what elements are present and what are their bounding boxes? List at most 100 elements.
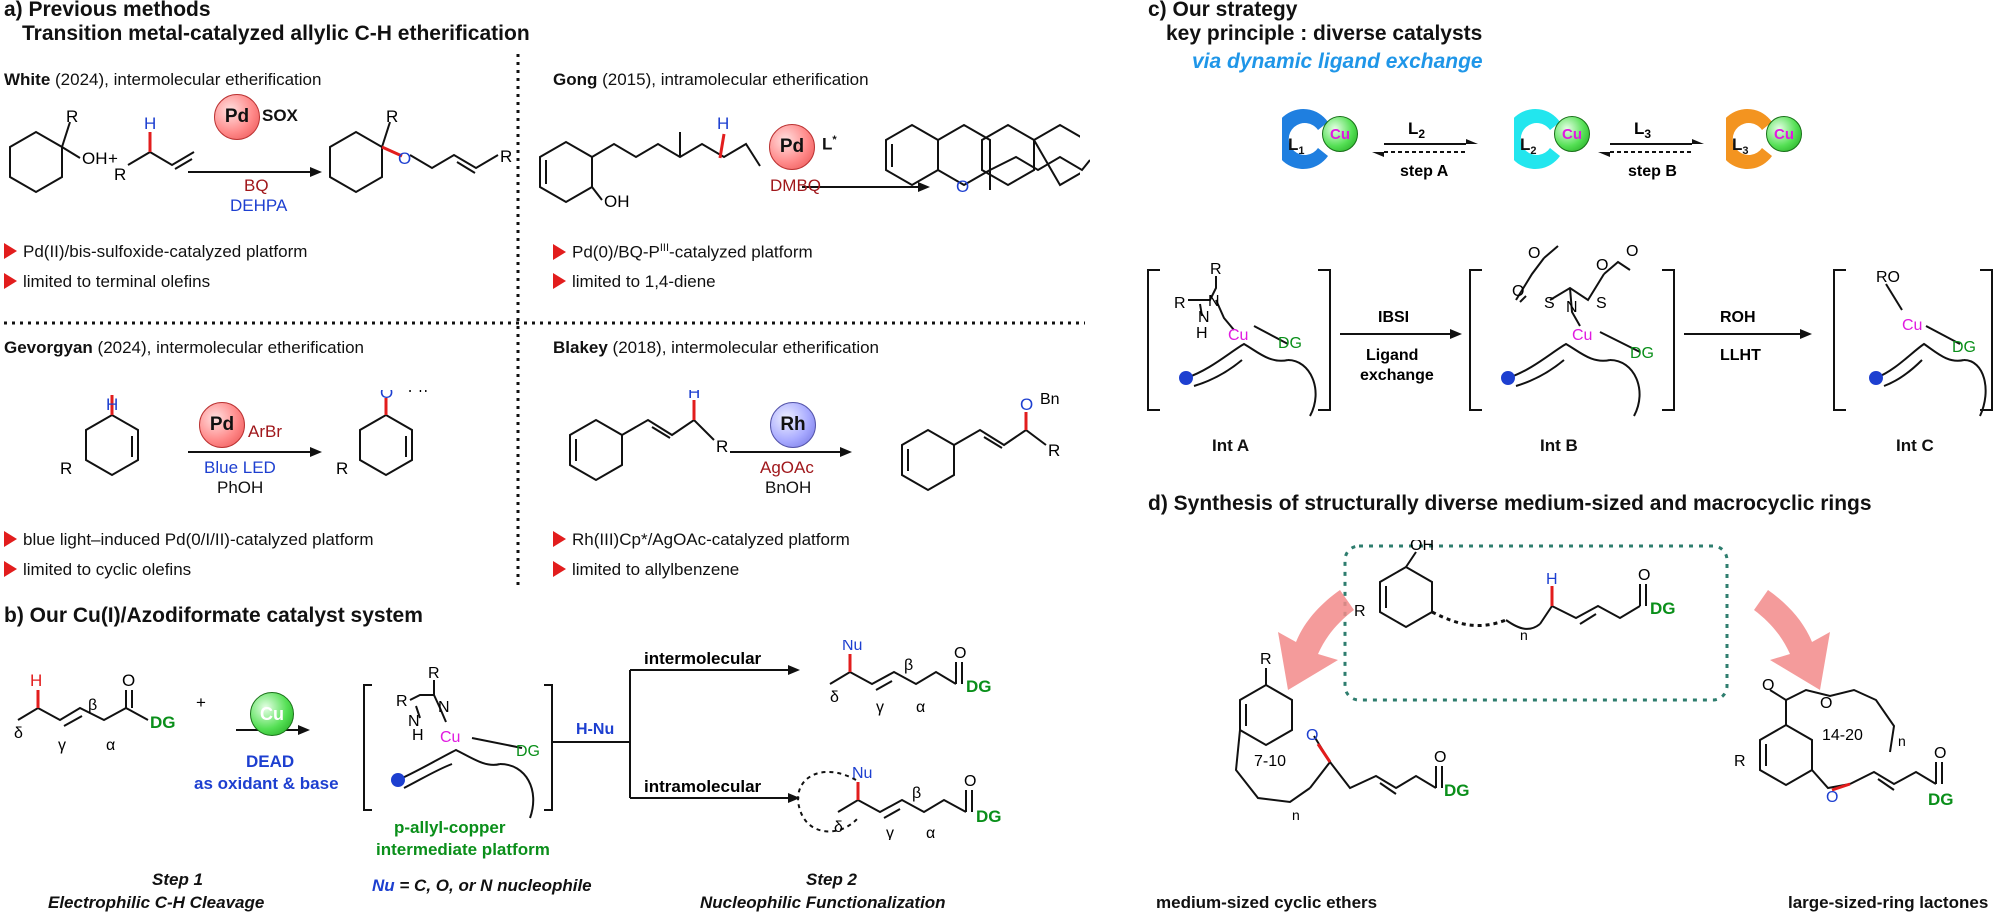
svg-text:H: H	[30, 671, 42, 690]
intermediate-label-1: p-allyl-copper	[394, 818, 506, 837]
bullet-triangle-icon	[553, 531, 566, 547]
white-bullet-2: limited to terminal olefins	[4, 272, 210, 292]
svg-text:O: O	[1638, 567, 1650, 584]
svg-text:Nu: Nu	[842, 640, 862, 654]
panel-a-title: a) Previous methods	[4, 0, 211, 21]
svg-text:DG: DG	[976, 807, 1002, 826]
svg-text:N: N	[1208, 293, 1220, 310]
blakey-scheme: H R O Bn R	[569, 390, 1060, 492]
svg-text:DG: DG	[1650, 599, 1676, 618]
white-scheme: R OH + H R R O R	[9, 107, 512, 194]
blakey-reagent-agoac: AgOAc	[760, 458, 814, 477]
panel-c-subtitle-2: via dynamic ligand exchange	[1192, 50, 1483, 73]
white-reagent-bq: BQ	[244, 176, 269, 195]
svg-text:H: H	[412, 727, 424, 744]
svg-text:RO: RO	[1876, 269, 1900, 286]
ligand-shape-icon: L1	[1273, 109, 1328, 169]
gong-bullet-1: Pd(0)/BQ-PIII-catalyzed platform	[553, 242, 813, 263]
svg-text:β: β	[904, 657, 913, 674]
svg-text:δ: δ	[14, 725, 23, 742]
ligand-exchange-scheme: L2 step A L3 step B	[1372, 119, 1704, 180]
step1-description: Electrophilic C-H Cleavage	[48, 893, 265, 912]
svg-text:O: O	[954, 645, 966, 662]
atom-R: R	[66, 107, 78, 126]
pd-catalyst-ball: Pd	[214, 94, 260, 140]
gong-product: O	[885, 123, 1090, 196]
gong-ligand: L*	[822, 134, 837, 154]
blakey-header: Blakey (2018), intermolecular etherifica…	[553, 338, 880, 357]
right-product-label: large-sized-ring lactones	[1788, 893, 1989, 912]
svg-text:n: n	[1292, 807, 1300, 823]
svg-text:Cu: Cu	[1902, 317, 1922, 334]
cu-ball: Cu	[1322, 116, 1358, 152]
svg-text:Ligand: Ligand	[1366, 347, 1418, 364]
svg-text:intramolecular: intramolecular	[644, 777, 762, 796]
svg-text:S: S	[1544, 295, 1555, 312]
step1-label: Step 1	[152, 870, 204, 889]
bullet-triangle-icon	[553, 243, 566, 260]
svg-text:Nu: Nu	[852, 765, 872, 782]
panel-a-subtitle: Transition metal-catalyzed allylic C-H e…	[22, 22, 530, 45]
panel-d-title: d) Synthesis of structurally diverse med…	[1148, 492, 1872, 515]
pd-catalyst-ball: Pd	[769, 124, 815, 170]
svg-text:N: N	[408, 713, 420, 730]
int-c-label: Int C	[1896, 436, 1934, 455]
svg-text:+: +	[196, 693, 206, 712]
int-b-label: Int B	[1540, 436, 1578, 455]
svg-text:+: +	[108, 149, 118, 168]
ligand-label: L2	[1520, 135, 1537, 157]
svg-text:γ: γ	[886, 825, 894, 840]
cyclohexane-left	[9, 130, 63, 194]
svg-text:α: α	[916, 699, 925, 716]
svg-text:R: R	[60, 459, 72, 478]
svg-text:O: O	[1826, 789, 1838, 806]
gong-header: Gong (2015), intramolecular etherificati…	[553, 70, 869, 89]
svg-text:β: β	[88, 697, 97, 714]
bullet-triangle-icon	[4, 531, 17, 547]
left-product-label: medium-sized cyclic ethers	[1156, 893, 1378, 912]
svg-text:exchange: exchange	[1360, 367, 1434, 384]
svg-text:7-10: 7-10	[1254, 753, 1286, 770]
ligand-label: L1	[1288, 135, 1305, 157]
svg-text:OH: OH	[82, 149, 108, 168]
svg-text:α: α	[926, 825, 935, 840]
svg-text:Cu: Cu	[1228, 327, 1248, 344]
svg-text:H: H	[688, 390, 700, 402]
step2-label: Step 2	[806, 870, 858, 889]
gong-reagent-dmbq: DMBQ	[770, 176, 821, 195]
gevorgyan-header: Gevorgyan (2024), intermolecular etherif…	[4, 338, 364, 357]
svg-text:H: H	[717, 114, 729, 133]
svg-text:n: n	[1898, 733, 1906, 749]
dg-label-right: DG	[1928, 790, 1954, 809]
cu-catalyst-ball: Cu	[250, 692, 294, 736]
intermediate-label-2: intermediate platform	[376, 840, 550, 859]
svg-text:ROH: ROH	[1720, 309, 1756, 326]
svg-text:N: N	[438, 699, 450, 716]
svg-text:DG: DG	[1444, 781, 1470, 800]
gevorgyan-reagent-phoh: PhOH	[217, 478, 264, 497]
cu-ball: Cu	[1766, 116, 1802, 152]
svg-text:δ: δ	[830, 689, 839, 706]
svg-text:O: O	[1762, 677, 1774, 694]
svg-text:14-20: 14-20	[1822, 727, 1863, 744]
svg-text:O: O	[956, 177, 969, 196]
pd-catalyst-ball: Pd	[199, 402, 245, 448]
svg-text:γ: γ	[876, 699, 884, 716]
svg-text:O: O	[1020, 395, 1033, 414]
svg-text:R: R	[1354, 603, 1366, 620]
gevorgyan-reagent-arbr: ArBr	[248, 422, 282, 441]
svg-text:O: O	[1820, 695, 1832, 712]
panel-c-title: c) Our strategy	[1148, 0, 1298, 21]
svg-text:O: O	[122, 671, 135, 690]
svg-text:O: O	[1596, 257, 1608, 274]
fat-arrow-right	[1754, 590, 1830, 690]
svg-text:R: R	[1734, 753, 1746, 770]
svg-text:H: H	[1546, 571, 1558, 588]
bullet-triangle-icon	[553, 273, 566, 289]
svg-text:R: R	[1048, 441, 1060, 460]
svg-text:DG: DG	[966, 677, 992, 696]
svg-text:R: R	[1210, 261, 1222, 278]
svg-text:O: O	[1528, 245, 1540, 262]
svg-text:R: R	[396, 693, 408, 710]
